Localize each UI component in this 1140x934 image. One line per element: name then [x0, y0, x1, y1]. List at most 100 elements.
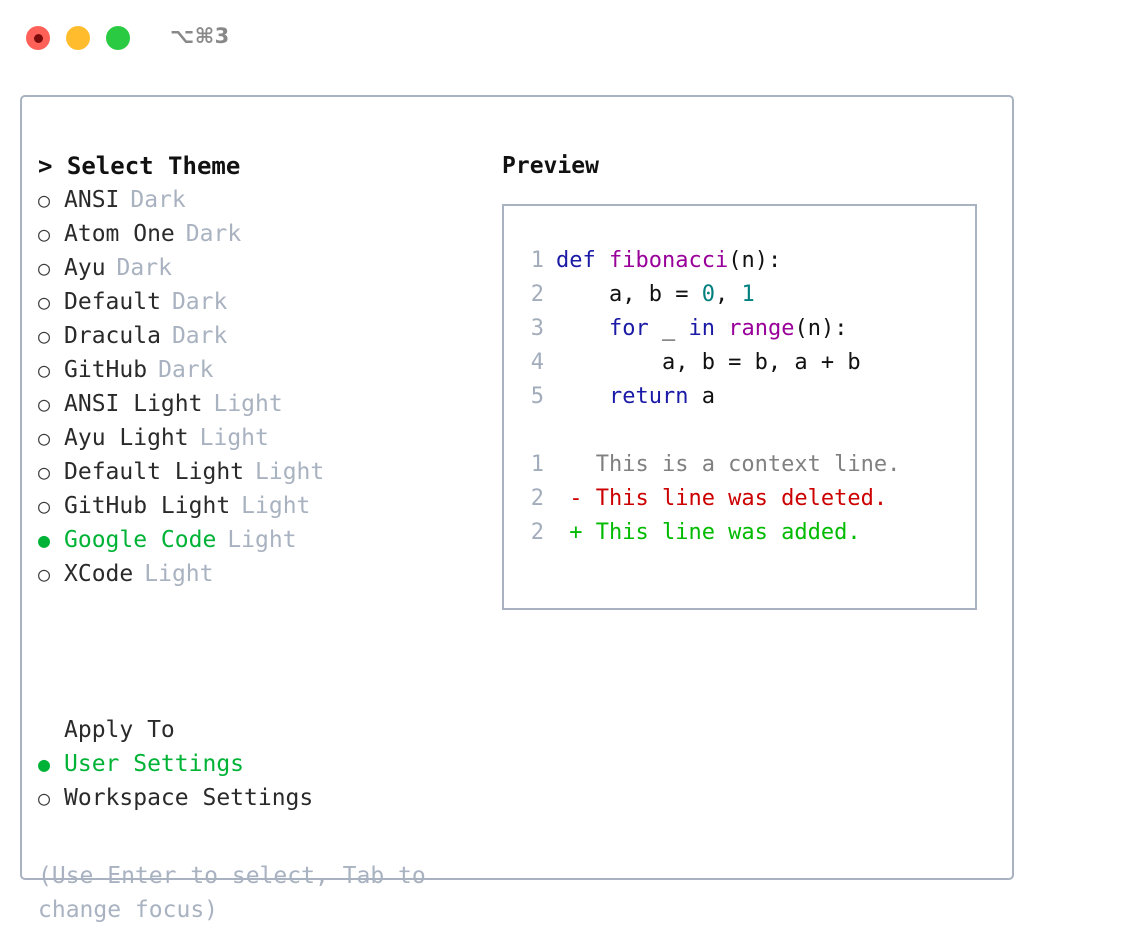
item-label: ANSI Light	[64, 391, 203, 417]
item-label: XCode	[64, 561, 134, 587]
item-variant-tag: Dark	[171, 323, 228, 349]
theme-list-item[interactable]: ○ Ayu Dark	[38, 251, 498, 285]
line-number: 1	[530, 248, 544, 273]
radio-unselected-icon: ○	[38, 188, 51, 212]
item-label: GitHub	[64, 357, 148, 383]
radio-unselected-icon: ○	[38, 256, 51, 280]
item-label: Default	[64, 289, 161, 315]
item-label: Ayu Light	[64, 425, 189, 451]
traffic-light-group	[26, 26, 130, 50]
diff-line-number: 2	[530, 520, 544, 545]
theme-picker-heading: > Select Theme	[38, 152, 241, 180]
diff-block: 1 This is a context line.2 - This line w…	[518, 448, 965, 550]
keyboard-hint: (Use Enter to select, Tab to change focu…	[38, 863, 426, 923]
apply-to-heading: Apply To	[64, 717, 175, 743]
radio-unselected-icon: ○	[38, 358, 51, 382]
item-variant-tag: Light	[227, 527, 297, 553]
item-label: Ayu	[64, 255, 106, 281]
item-label: User Settings	[64, 751, 245, 777]
code-token-pl: (n):	[728, 248, 782, 273]
item-variant-tag: Dark	[130, 187, 186, 213]
item-label: Atom One	[64, 221, 175, 247]
code-line-text: a, b = 0, 1	[556, 278, 755, 312]
line-number: 2	[530, 282, 544, 307]
apply-to-list: ●User Settings○Workspace Settings	[38, 747, 498, 815]
item-variant-tag: Light	[213, 391, 283, 417]
radio-selected-icon: ●	[38, 528, 51, 552]
code-token-pl: a, b =	[556, 282, 702, 307]
code-line-text: a, b = b, a + b	[556, 346, 861, 380]
code-token-num: 1	[741, 282, 755, 307]
radio-unselected-icon: ○	[38, 392, 51, 416]
theme-list-item[interactable]: ○ XCode Light	[38, 557, 498, 591]
theme-list-item[interactable]: ● Google Code Light	[38, 523, 498, 557]
radio-unselected-icon: ○	[38, 290, 51, 314]
code-token-pl	[556, 316, 609, 341]
radio-unselected-icon: ○	[38, 494, 51, 518]
close-button[interactable]	[26, 26, 50, 50]
item-variant-tag: Dark	[185, 221, 242, 247]
code-line-text: def fibonacci(n):	[556, 244, 781, 278]
diff-line-text-add: + This line was added.	[556, 520, 861, 545]
code-token-pl: ,	[714, 282, 742, 307]
maximize-button[interactable]	[106, 26, 130, 50]
minimize-button[interactable]	[66, 26, 90, 50]
radio-unselected-icon: ○	[38, 562, 51, 586]
code-line-text: for _ in range(n):	[556, 312, 847, 346]
code-line: 1 def fibonacci(n):	[518, 244, 965, 278]
radio-unselected-icon: ○	[38, 222, 51, 246]
code-spacer	[518, 414, 965, 448]
theme-list-item[interactable]: ○ GitHub Dark	[38, 353, 498, 387]
diff-line: 2 + This line was added.	[518, 516, 965, 550]
code-token-fn: range	[728, 316, 795, 341]
diff-line-text-ctx: This is a context line.	[556, 452, 901, 477]
code-token-pl: a, b = b, a + b	[556, 350, 861, 375]
theme-list-item[interactable]: ○ GitHub Light Light	[38, 489, 498, 523]
item-variant-tag: Dark	[158, 357, 214, 383]
radio-unselected-icon: ○	[38, 460, 51, 484]
theme-list-item[interactable]: ○ Atom One Dark	[38, 217, 498, 251]
apply-to-item[interactable]: ●User Settings	[38, 747, 498, 781]
item-variant-tag: Light	[241, 493, 311, 519]
preview-title: Preview	[502, 153, 599, 179]
item-variant-tag: Light	[255, 459, 325, 485]
apply-to-group: Apply To ●User Settings○Workspace Settin…	[38, 713, 498, 815]
title-bar: ⌥⌘3	[0, 0, 1140, 78]
item-variant-tag: Light	[144, 561, 214, 587]
item-variant-tag: Dark	[171, 289, 228, 315]
code-token-kw: def	[556, 248, 609, 273]
apply-to-item[interactable]: ○Workspace Settings	[38, 781, 498, 815]
keyboard-shortcut-label: ⌥⌘3	[170, 24, 230, 48]
code-token-kw: return	[608, 384, 689, 409]
diff-line-text-del: - This line was deleted.	[556, 486, 888, 511]
preview-section: Preview	[502, 149, 1002, 183]
code-line: 4 a, b = b, a + b	[518, 346, 965, 380]
code-token-pl	[556, 384, 609, 409]
item-label: Google Code	[64, 527, 217, 553]
item-variant-tag: Dark	[116, 255, 172, 281]
item-label: Dracula	[64, 323, 161, 349]
code-token-pl: _	[648, 316, 689, 341]
item-label: GitHub Light	[64, 493, 231, 519]
code-token-num: 0	[701, 282, 715, 307]
code-line-text: return a	[556, 380, 715, 414]
theme-list-item[interactable]: ○ ANSI Light Light	[38, 387, 498, 421]
line-number: 4	[530, 350, 544, 375]
code-line: 2 a, b = 0, 1	[518, 278, 965, 312]
item-variant-tag: Light	[199, 425, 269, 451]
code-token-kw: in	[688, 316, 715, 341]
theme-list-item[interactable]: ○ Default Dark	[38, 285, 498, 319]
radio-unselected-icon: ○	[38, 786, 51, 810]
code-line: 3 for _ in range(n):	[518, 312, 965, 346]
